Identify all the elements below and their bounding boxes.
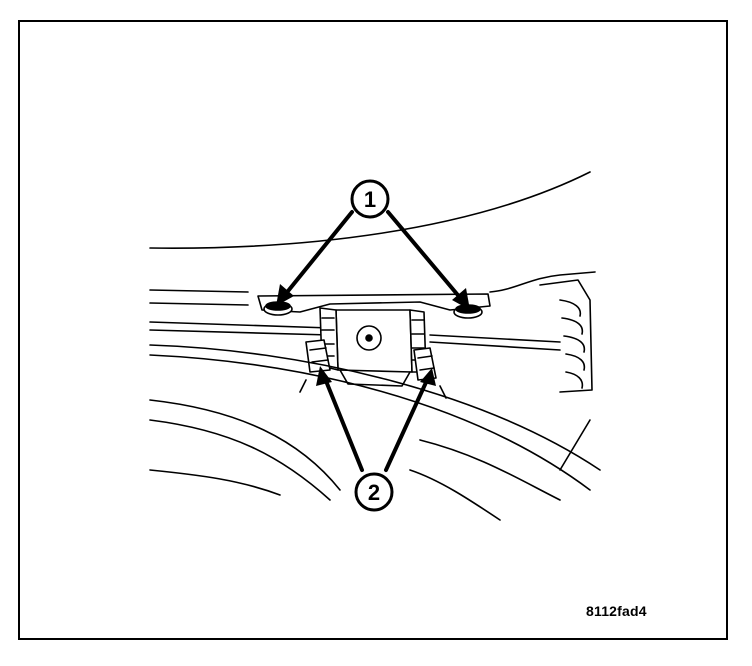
frame-rail-mid [149,302,249,306]
leader-line-1-right [386,210,464,302]
figure-id-label: 8112fad4 [586,603,647,619]
tire-arc-6 [409,469,501,521]
frame-rail-lower [149,321,561,343]
tire-arc-4 [149,419,331,501]
callout-1-label: 1 [364,187,376,212]
callout-2: 2 [354,472,394,512]
tire-arc-5 [149,469,281,496]
tire-arc-7 [419,439,561,501]
leader-line-1-left [282,210,354,298]
leader-line-2-left [322,374,364,472]
arrowhead-2-right [420,368,436,386]
tire-arc-2 [149,354,591,491]
tire-arc-3 [149,399,341,491]
leader-line-2-right [384,376,430,472]
frame-rail-bottom [149,329,561,351]
arrowhead-1-left [276,284,294,306]
arrowhead-1-right [452,288,470,310]
arrowhead-2-left [316,366,332,386]
lower-bracket [299,379,447,399]
tire-arc-1 [149,344,601,471]
body-panel-outline [149,171,591,249]
callout-2-label: 2 [368,480,380,505]
frame-rail-upper [149,271,596,293]
bellows-boot [539,279,593,471]
sensor-block [319,307,427,387]
callout-1: 1 [350,179,390,219]
